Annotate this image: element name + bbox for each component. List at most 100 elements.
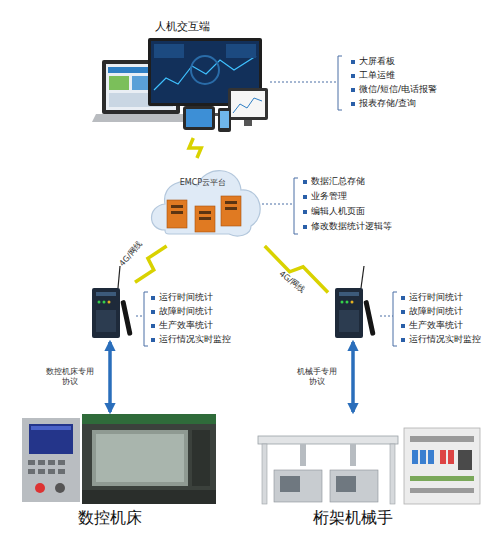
gantry-robot-part bbox=[336, 476, 356, 492]
gateway-device-part bbox=[363, 300, 375, 336]
cnc-machine-part-part bbox=[38, 469, 45, 474]
gateway-device-part bbox=[341, 301, 344, 304]
gantry-robot-part bbox=[258, 436, 398, 444]
gateway-device-part bbox=[98, 301, 101, 304]
gateway-device-part bbox=[120, 300, 132, 336]
gantry-robot-part bbox=[330, 470, 378, 502]
gateway-device-part bbox=[346, 301, 349, 304]
server-slot bbox=[199, 217, 211, 220]
feature-item: 大屏看板 bbox=[350, 56, 395, 67]
cnc-machine-part-part bbox=[48, 460, 55, 465]
cnc-machine-part bbox=[82, 414, 216, 424]
gateway-device-part bbox=[96, 292, 116, 296]
cnc-machine-part-part bbox=[38, 460, 45, 465]
gantry-robot-part bbox=[404, 428, 480, 504]
phone-part bbox=[220, 111, 229, 128]
cnc-machine-box: 数控机床 bbox=[10, 412, 210, 527]
cnc-machine-part-part bbox=[28, 469, 35, 474]
gantry-robot-box: 桁架机械手 bbox=[238, 412, 468, 527]
gantry-robot-part bbox=[410, 436, 474, 442]
protocol-arrow bbox=[351, 342, 355, 412]
small-monitor-part bbox=[231, 91, 265, 117]
cloud-outline bbox=[152, 171, 261, 236]
feature-item: 数据汇总存储 bbox=[302, 176, 365, 187]
server-slot bbox=[225, 207, 237, 210]
caption-text: 桁架机械手 bbox=[238, 508, 468, 528]
cnc-machine-part bbox=[192, 430, 210, 486]
cnc-machine-part-part bbox=[28, 460, 35, 465]
gateway-device-part bbox=[361, 266, 364, 288]
gantry-robot-part bbox=[300, 444, 306, 466]
cnc-machine-part-part bbox=[58, 469, 65, 474]
gantry-robot-part bbox=[410, 476, 474, 481]
feature-item: 工单运维 bbox=[350, 70, 395, 81]
gantry-robot-part-part bbox=[428, 450, 434, 464]
gateway-device-part bbox=[335, 288, 363, 338]
cnc-machine-part-part bbox=[58, 460, 65, 465]
hmi-terminal: 人机交互端大屏看板工单运维微信/短信/电话报警报表存储/查询 bbox=[95, 20, 270, 138]
protocol-arrow bbox=[108, 342, 112, 412]
gantry-robot bbox=[258, 428, 480, 504]
server-body bbox=[167, 200, 187, 228]
bracket-part bbox=[144, 292, 148, 346]
lightning-link bbox=[189, 138, 201, 158]
server-body bbox=[221, 196, 241, 226]
laptop-part bbox=[109, 76, 129, 90]
server-icon bbox=[195, 206, 215, 232]
edge-label: 数控机床专用协议 bbox=[44, 367, 96, 386]
gantry-robot-part-part bbox=[412, 450, 418, 464]
cnc-machine-part bbox=[28, 460, 65, 474]
bracket-part bbox=[270, 82, 338, 83]
server-slot bbox=[171, 205, 183, 208]
phone-part bbox=[218, 108, 231, 132]
tablet bbox=[183, 106, 215, 130]
feature-item: 运行情况实时监控 bbox=[150, 334, 231, 345]
gateway-device-part bbox=[108, 301, 111, 304]
gantry-robot-part bbox=[262, 444, 267, 504]
server-icon bbox=[221, 196, 241, 226]
cnc-machine-part bbox=[35, 483, 45, 493]
iot-gateway: 运行时间统计故障时间统计生产效率统计运行情况实时监控 bbox=[328, 280, 378, 342]
bracket-part bbox=[338, 56, 342, 110]
bracket-part bbox=[393, 292, 397, 346]
cnc-machine-part bbox=[82, 490, 216, 504]
small-monitor-part bbox=[244, 120, 252, 126]
gateway-device-part bbox=[339, 292, 359, 296]
gantry-robot-part bbox=[410, 488, 474, 493]
feature-item: 运行时间统计 bbox=[150, 292, 213, 303]
gateway-device bbox=[335, 266, 376, 338]
cnc-machine-part bbox=[82, 414, 216, 504]
feature-item: 运行情况实时监控 bbox=[400, 334, 481, 345]
iot-gateway: 运行时间统计故障时间统计生产效率统计运行情况实时监控 bbox=[85, 280, 135, 342]
cnc-machine-part-part bbox=[48, 469, 55, 474]
gantry-robot-part-part bbox=[420, 450, 426, 464]
gateway-device-part bbox=[96, 310, 116, 332]
gateway-device-part bbox=[351, 301, 354, 304]
cnc-machine bbox=[22, 414, 216, 504]
bracket-part bbox=[380, 316, 393, 317]
small-monitor-part bbox=[228, 88, 268, 120]
feature-item: 故障时间统计 bbox=[150, 306, 213, 317]
gantry-robot-part bbox=[412, 450, 434, 464]
tablet-part bbox=[183, 106, 215, 130]
gateway-device bbox=[92, 266, 133, 338]
gantry-robot-part bbox=[350, 444, 356, 466]
feature-item: 运行时间统计 bbox=[400, 292, 463, 303]
gantry-robot-part bbox=[390, 444, 395, 504]
large-monitor-part bbox=[191, 56, 219, 84]
cnc-machine-part bbox=[31, 426, 71, 430]
gateway-device-part bbox=[339, 310, 359, 332]
cnc-machine-part bbox=[55, 483, 65, 493]
edge-label: 4G/网线 bbox=[270, 263, 316, 301]
edge-label: 4G/网线 bbox=[111, 232, 151, 276]
feature-item: 生产效率统计 bbox=[400, 320, 463, 331]
gateway-device-part bbox=[92, 288, 120, 338]
feature-item: 故障时间统计 bbox=[400, 306, 463, 317]
small-monitor-part bbox=[233, 98, 262, 113]
large-monitor-part bbox=[226, 44, 256, 58]
edge-label: 机械手专用协议 bbox=[295, 367, 339, 386]
